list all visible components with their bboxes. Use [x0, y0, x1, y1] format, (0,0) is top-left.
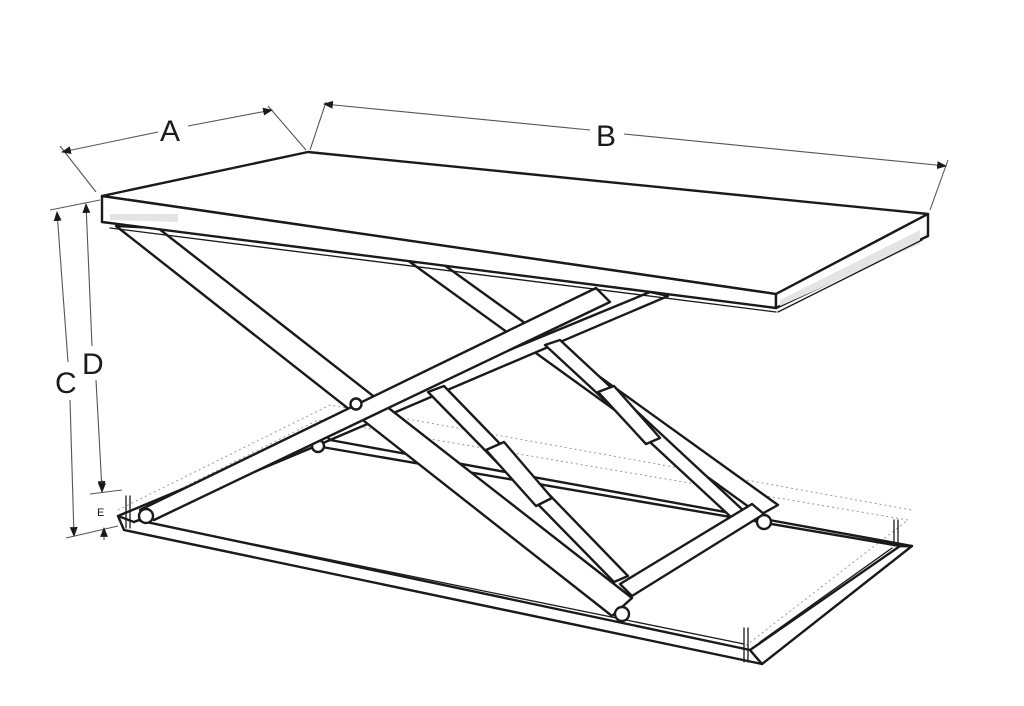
front-roller	[613, 605, 631, 623]
dimension-label-e: E	[97, 507, 104, 519]
dimension-lines	[49, 100, 949, 540]
front-scissor-arms	[114, 224, 766, 623]
dimension-label-c: C	[55, 367, 77, 400]
dimension-label-b: B	[596, 120, 616, 153]
table-top	[100, 150, 930, 313]
rear-scissor-arms	[310, 260, 780, 531]
dimension-label-d: D	[82, 348, 104, 381]
pivot-pin	[349, 397, 363, 411]
dimension-label-a: A	[160, 115, 180, 148]
